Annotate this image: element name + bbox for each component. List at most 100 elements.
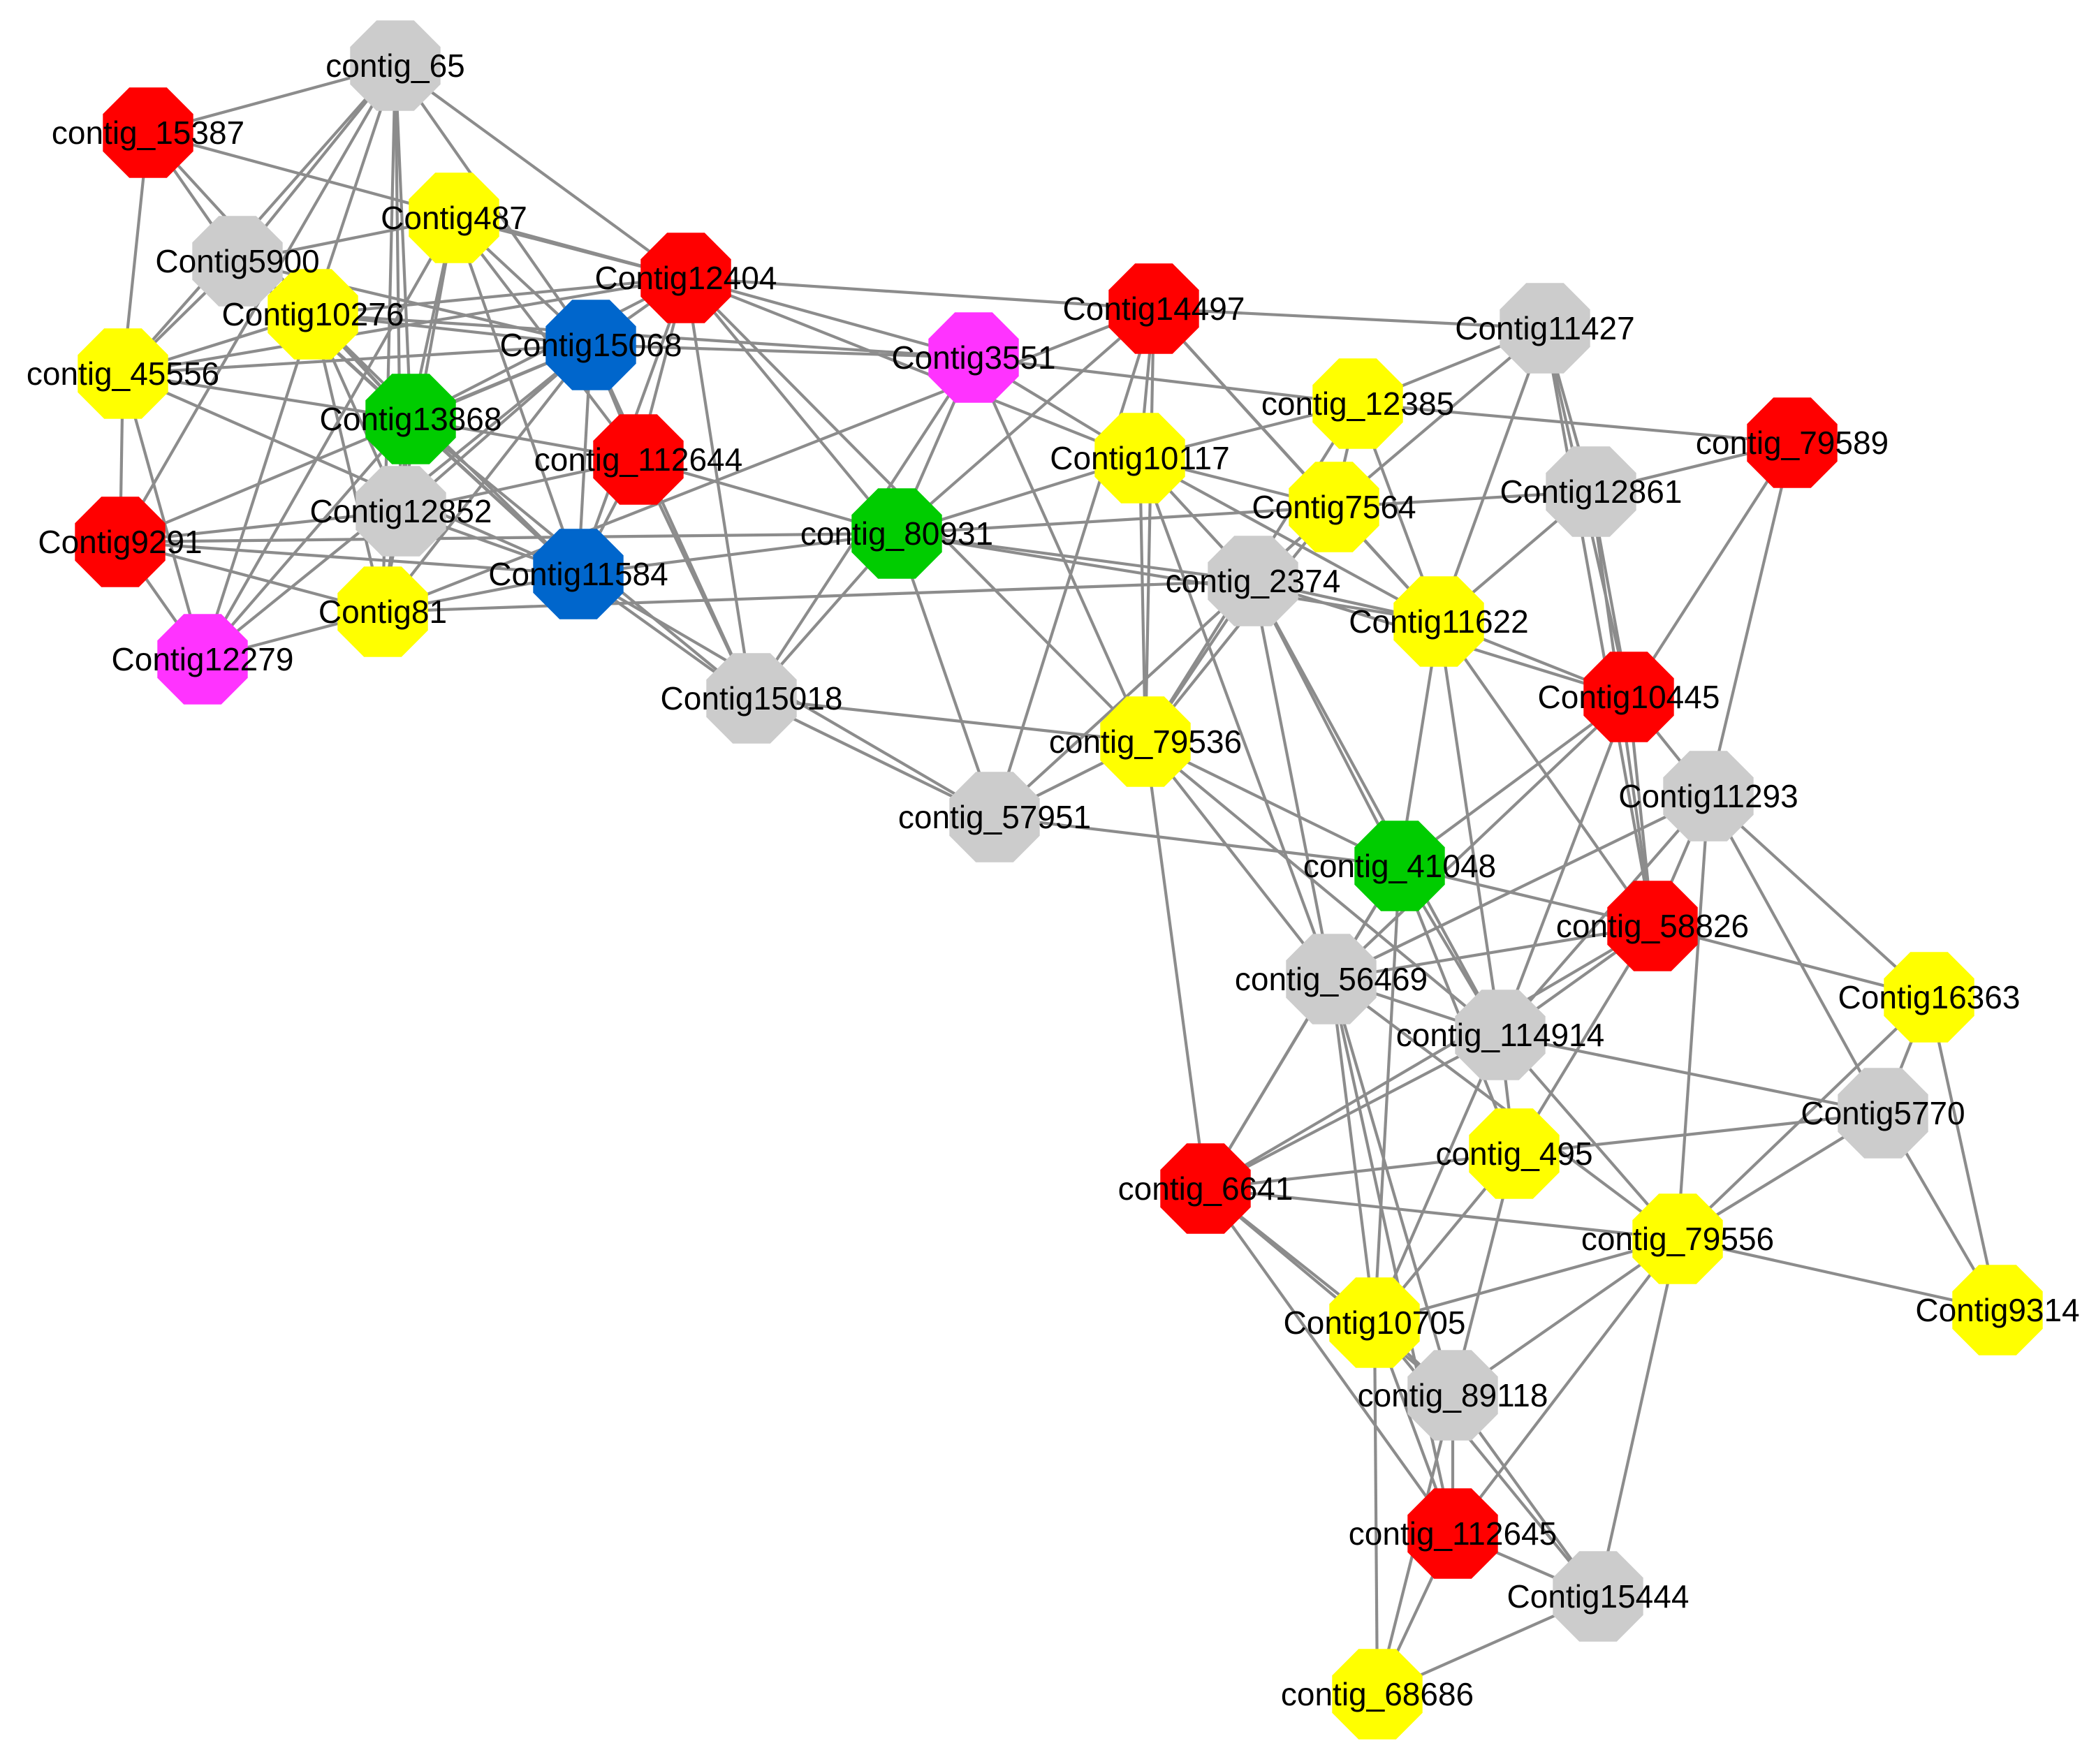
- edge-contig_79589-Contig10445: [1627, 441, 1794, 698]
- node-contig_58826[interactable]: [1607, 881, 1698, 971]
- edge-Contig11427-contig_58826: [1543, 328, 1655, 927]
- node-label-Contig81: Contig81: [318, 594, 447, 630]
- node-contig_15387[interactable]: [103, 87, 193, 178]
- node-contig_2374[interactable]: [1208, 536, 1298, 626]
- edge-contig_114914-Contig10705: [1373, 1034, 1502, 1323]
- edge-contig_79556-Contig10705: [1374, 1237, 1678, 1325]
- node-Contig15444[interactable]: [1553, 1551, 1643, 1642]
- node-Contig16363[interactable]: [1884, 952, 1974, 1043]
- node-Contig11427[interactable]: [1500, 283, 1590, 374]
- edge-contig_45556-Contig12404: [122, 276, 687, 376]
- edge-contig_79556-Contig15444: [1596, 1238, 1680, 1597]
- edge-contig_12385-contig_79589: [1357, 402, 1793, 445]
- edge-Contig10445-contig_56469: [1330, 696, 1630, 980]
- node-Contig487[interactable]: [409, 172, 499, 263]
- node-label-Contig10445: Contig10445: [1538, 679, 1720, 715]
- node-label-Contig12279: Contig12279: [112, 641, 294, 677]
- node-Contig15018[interactable]: [706, 653, 797, 744]
- node-label-contig_56469: contig_56469: [1235, 961, 1428, 997]
- node-contig_56469[interactable]: [1286, 934, 1377, 1024]
- edge-contig_79556-contig_112645: [1451, 1237, 1679, 1535]
- edge-contig_6641-contig_112645: [1204, 1187, 1454, 1535]
- node-label-contig_89118: contig_89118: [1358, 1377, 1548, 1413]
- node-Contig12861[interactable]: [1546, 446, 1636, 537]
- node-Contig5770[interactable]: [1838, 1068, 1928, 1159]
- node-label-contig_79536: contig_79536: [1049, 723, 1242, 760]
- node-label-contig_6641: contig_6641: [1118, 1170, 1293, 1207]
- node-label-contig_79556: contig_79556: [1581, 1221, 1774, 1257]
- node-contig_112644[interactable]: [593, 414, 684, 505]
- edge-Contig9291-contig_80931: [119, 531, 897, 544]
- node-Contig10705[interactable]: [1329, 1277, 1420, 1368]
- node-Contig10117[interactable]: [1094, 413, 1185, 504]
- node-contig_495[interactable]: [1469, 1108, 1560, 1199]
- node-Contig81[interactable]: [337, 566, 428, 657]
- edge-Contig5770-contig_495: [1514, 1111, 1884, 1156]
- node-contig_114914[interactable]: [1455, 990, 1546, 1080]
- node-Contig10276[interactable]: [268, 269, 358, 360]
- edge-contig_45556-Contig12279: [121, 373, 205, 660]
- node-Contig14497[interactable]: [1108, 263, 1199, 354]
- node-contig_80931[interactable]: [851, 488, 942, 579]
- edge-Contig16363-contig_79556: [1676, 996, 1930, 1240]
- node-contig_68686[interactable]: [1332, 1649, 1423, 1740]
- edge-Contig10117-Contig11622: [1138, 457, 1440, 623]
- node-label-Contig12861: Contig12861: [1500, 473, 1683, 510]
- edge-Contig12404-Contig10117: [685, 277, 1141, 460]
- node-Contig13868[interactable]: [365, 374, 456, 464]
- node-contig_65[interactable]: [350, 20, 441, 111]
- edge-Contig10276-Contig12279: [200, 314, 315, 660]
- edge-contig_79536-contig_56469: [1144, 740, 1333, 980]
- node-Contig12279[interactable]: [157, 614, 248, 705]
- edge-Contig81-Contig14497: [382, 307, 1155, 613]
- edge-contig_6641-contig_89118: [1204, 1187, 1454, 1397]
- edge-Contig10117-contig_56469: [1138, 457, 1333, 980]
- edge-Contig15068-Contig81: [381, 344, 592, 613]
- edge-Contig7564-Contig11427: [1333, 327, 1546, 508]
- node-contig_112645[interactable]: [1407, 1488, 1498, 1579]
- node-contig_79556[interactable]: [1632, 1193, 1723, 1284]
- node-Contig9314[interactable]: [1952, 1265, 2043, 1355]
- edge-contig_56469-contig_89118: [1329, 978, 1455, 1396]
- edge-contig_79536-contig_114914: [1144, 740, 1502, 1036]
- node-contig_12385[interactable]: [1312, 358, 1403, 449]
- node-Contig3551[interactable]: [928, 312, 1019, 403]
- node-label-contig_45556: contig_45556: [27, 355, 219, 392]
- node-contig_89118[interactable]: [1407, 1350, 1498, 1441]
- edge-contig_79556-Contig9314: [1677, 1237, 1998, 1312]
- node-Contig5900[interactable]: [192, 216, 283, 307]
- edge-Contig9291-Contig11584: [119, 540, 579, 576]
- edge-Contig14497-contig_57951: [992, 308, 1156, 818]
- edge-Contig487-Contig11584: [453, 217, 580, 575]
- node-contig_79589[interactable]: [1747, 397, 1838, 488]
- node-Contig15068[interactable]: [545, 300, 636, 390]
- node-label-Contig9291: Contig9291: [38, 524, 202, 560]
- node-contig_6641[interactable]: [1160, 1143, 1251, 1234]
- edge-Contig14497-Contig11427: [1153, 307, 1546, 330]
- edge-Contig10276-Contig12404: [312, 276, 687, 316]
- node-Contig12404[interactable]: [640, 233, 731, 323]
- node-Contig9291[interactable]: [75, 497, 166, 587]
- edge-contig_6641-contig_79556: [1205, 1186, 1678, 1241]
- node-contig_79536[interactable]: [1100, 696, 1191, 787]
- edge-contig_45556-Contig11584: [122, 372, 579, 575]
- node-Contig12852[interactable]: [356, 466, 446, 557]
- node-label-contig_79589: contig_79589: [1696, 425, 1889, 461]
- edge-contig_79589-Contig11293: [1706, 442, 1794, 797]
- node-Contig11622[interactable]: [1393, 576, 1484, 667]
- node-Contig11293[interactable]: [1663, 751, 1754, 841]
- edge-contig_56469-Contig10705: [1329, 978, 1377, 1323]
- edge-contig_56469-contig_112645: [1329, 978, 1455, 1534]
- node-contig_45556[interactable]: [78, 328, 168, 419]
- node-label-contig_15387: contig_15387: [52, 115, 244, 151]
- node-label-Contig10705: Contig10705: [1284, 1304, 1466, 1341]
- node-Contig11584[interactable]: [533, 529, 624, 619]
- edge-Contig12404-contig_80931: [684, 277, 898, 535]
- node-contig_41048[interactable]: [1354, 821, 1445, 911]
- node-contig_57951[interactable]: [949, 772, 1040, 862]
- node-Contig10445[interactable]: [1583, 652, 1674, 742]
- edge-contig_79536-contig_6641: [1143, 741, 1208, 1189]
- node-Contig7564[interactable]: [1289, 462, 1379, 552]
- edge-Contig15068-Contig9291: [119, 344, 592, 543]
